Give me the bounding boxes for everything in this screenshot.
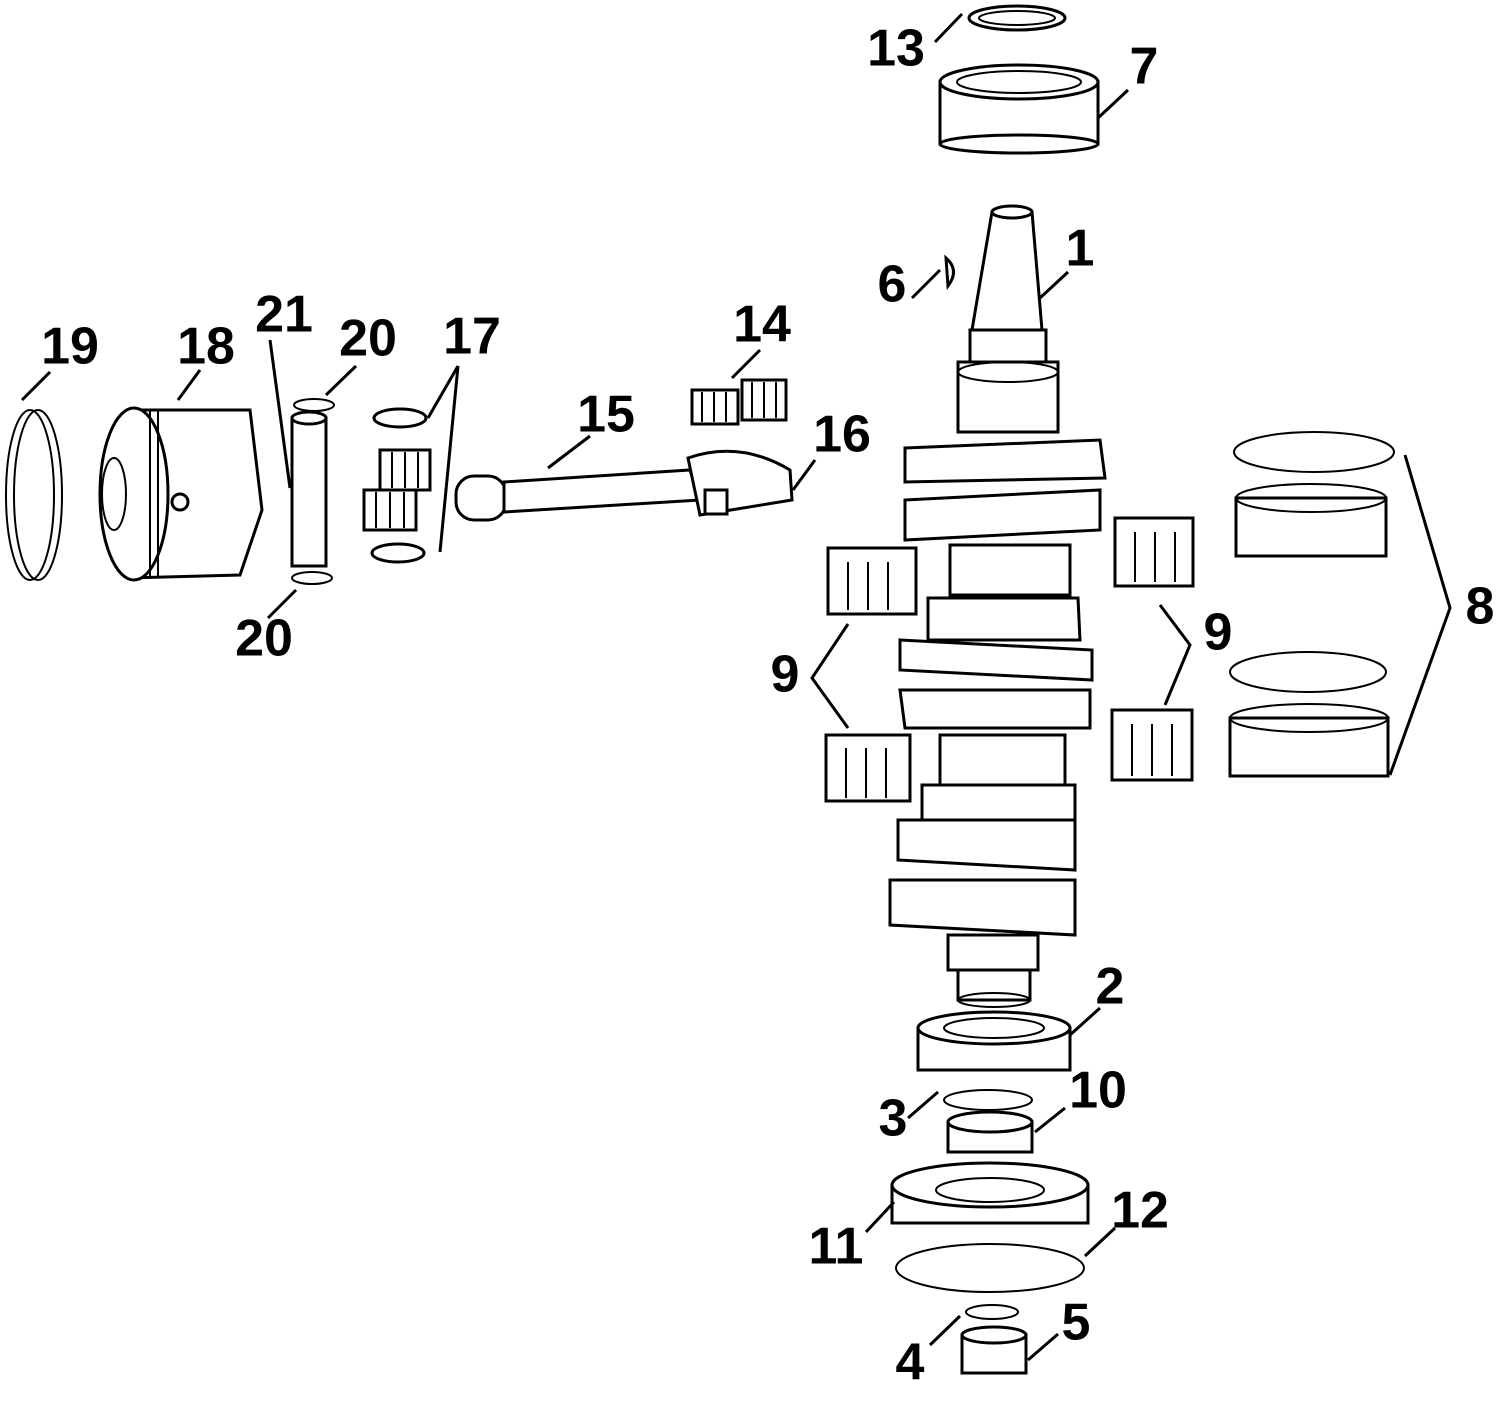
- callout-3: 3: [879, 1090, 908, 1148]
- callout-1: 1: [1066, 220, 1095, 278]
- part-caged-bearing-left-upper: [826, 546, 918, 616]
- callout-13: 13: [867, 20, 925, 78]
- part-piston-rings: [5, 409, 63, 581]
- callout-8: 8: [1466, 578, 1495, 636]
- part-bushing: [960, 1325, 1028, 1375]
- part-bearing-housing: [890, 1161, 1090, 1225]
- part-crankshaft: [888, 204, 1107, 1008]
- part-caged-bearing-right-lower: [1110, 708, 1194, 782]
- part-pin-bearing: [362, 407, 432, 564]
- part-needle-bearing-rod: [690, 378, 788, 426]
- part-seal: [946, 1110, 1034, 1154]
- part-lower-bearing: [916, 1010, 1072, 1072]
- part-woodruff-key: [944, 254, 955, 291]
- part-o-ring: [895, 1243, 1085, 1293]
- part-piston: [98, 406, 264, 582]
- callout-9-left: 9: [771, 646, 800, 704]
- callout-2: 2: [1096, 958, 1125, 1016]
- callout-9-right: 9: [1204, 604, 1233, 662]
- callout-15: 15: [577, 386, 635, 444]
- callout-21: 21: [255, 286, 313, 344]
- callout-6: 6: [878, 256, 907, 314]
- part-retaining-ring: [943, 1089, 1033, 1111]
- part-main-bearings: [1228, 431, 1395, 778]
- callout-11: 11: [809, 1218, 864, 1276]
- callout-19: 19: [41, 318, 99, 376]
- part-clip-upper: [293, 398, 335, 412]
- callout-17: 17: [443, 308, 501, 366]
- part-connecting-rod: [454, 449, 794, 522]
- leader-lines: [20, 12, 1452, 1362]
- part-small-ring: [965, 1304, 1019, 1320]
- part-clip-lower: [291, 571, 333, 585]
- callout-12: 12: [1111, 1182, 1169, 1240]
- part-seal-top: [967, 4, 1067, 32]
- callout-16: 16: [813, 406, 871, 464]
- callout-10: 10: [1069, 1062, 1127, 1120]
- callout-18: 18: [177, 318, 235, 376]
- part-upper-bearing: [938, 63, 1100, 155]
- callout-5: 5: [1062, 1294, 1091, 1352]
- callout-7: 7: [1130, 38, 1159, 96]
- callout-20-lower: 20: [235, 610, 293, 668]
- callout-4: 4: [896, 1334, 925, 1392]
- part-piston-pin: [290, 410, 328, 568]
- part-caged-bearing-left-lower: [824, 733, 912, 803]
- part-caged-bearing-right-upper: [1113, 516, 1195, 588]
- callout-20-upper: 20: [339, 310, 397, 368]
- callout-14: 14: [733, 296, 791, 354]
